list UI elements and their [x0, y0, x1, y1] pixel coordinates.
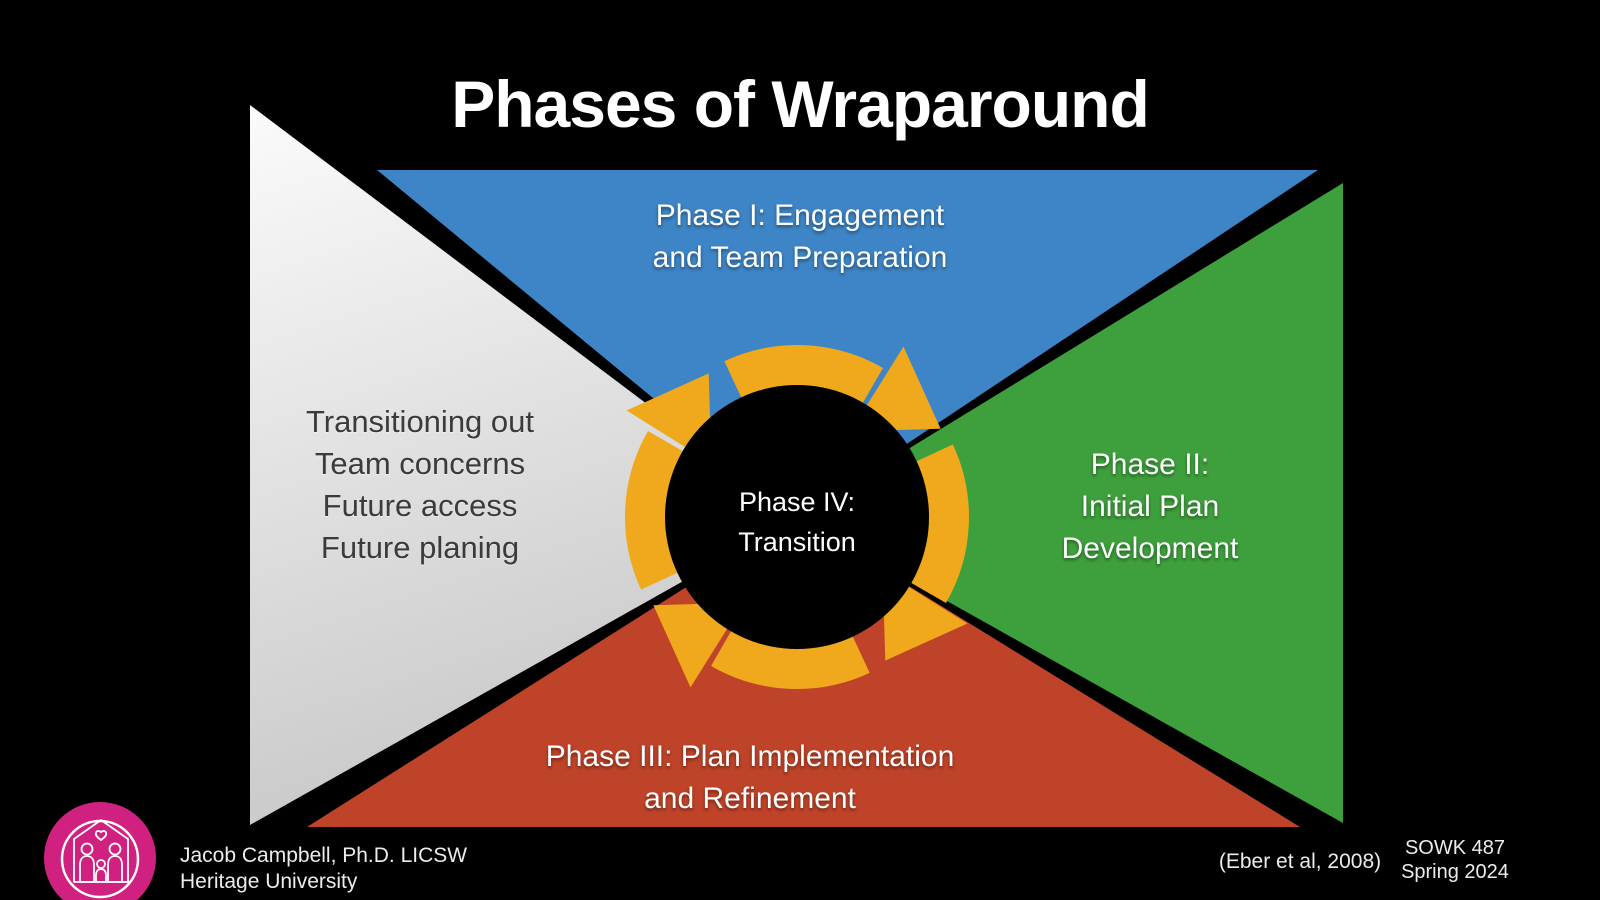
logo-badge: [44, 802, 156, 900]
family-figure-head: [96, 859, 106, 869]
heritage-logo: [44, 802, 156, 900]
family-figure-head: [80, 842, 94, 856]
family-figure-body: [107, 855, 123, 883]
label-line: Development: [1061, 532, 1239, 565]
label-line: Phase III: Plan Implementation: [545, 740, 955, 773]
family-figure-head: [108, 842, 122, 856]
heart-icon: [94, 830, 108, 841]
cycle-arrow-segment: [909, 444, 969, 603]
phase-1-wedge: [377, 170, 1318, 517]
center-circle: [665, 385, 929, 649]
course-info: SOWK 487 Spring 2024: [1380, 836, 1530, 884]
phase-4-transition-wedge: [250, 105, 797, 825]
note-line: Transitioning out: [305, 404, 535, 439]
course-code: SOWK 487: [1404, 837, 1506, 859]
author-name: Jacob Campbell, Ph.D. LICSW: [180, 844, 468, 867]
label-line: and Team Preparation: [652, 241, 948, 274]
label-line: and Refinement: [644, 782, 856, 815]
family-figure-body: [79, 855, 95, 883]
author-affiliation: Heritage University: [180, 870, 358, 893]
phase-3-label: Phase III: Plan Implementation and Refin…: [450, 736, 1050, 820]
label-line: Phase IV:: [738, 487, 856, 517]
slide-title: Phases of Wraparound: [451, 67, 1150, 141]
phase-1-label: Phase I: Engagement and Team Preparation: [500, 195, 1100, 279]
cycle-arrow-ring: [625, 345, 969, 689]
phase-2-wedge: [797, 183, 1343, 823]
note-line: Future planing: [320, 530, 520, 565]
label-line: Phase II:: [1090, 448, 1210, 481]
phase-4-label: Phase IV: Transition: [672, 482, 922, 562]
note-line: Future access: [322, 488, 518, 523]
label-line: Phase I: Engagement: [655, 199, 945, 232]
author-credit: Jacob Campbell, Ph.D. LICSW Heritage Uni…: [180, 843, 467, 895]
family-figure-body: [95, 868, 107, 883]
label-line: Initial Plan: [1080, 490, 1220, 523]
cycle-arrow-segment: [711, 629, 870, 689]
label-line: Transition: [738, 527, 856, 557]
transition-notes: Transitioning out Team concerns Future a…: [260, 401, 580, 569]
cycle-arrow-segment: [724, 345, 883, 405]
note-line: Team concerns: [314, 446, 526, 481]
phase-2-label: Phase II: Initial Plan Development: [1000, 444, 1300, 570]
cycle-arrow-segment: [625, 431, 685, 590]
citation: (Eber et al, 2008): [1218, 850, 1382, 873]
course-term: Spring 2024: [1401, 861, 1509, 883]
